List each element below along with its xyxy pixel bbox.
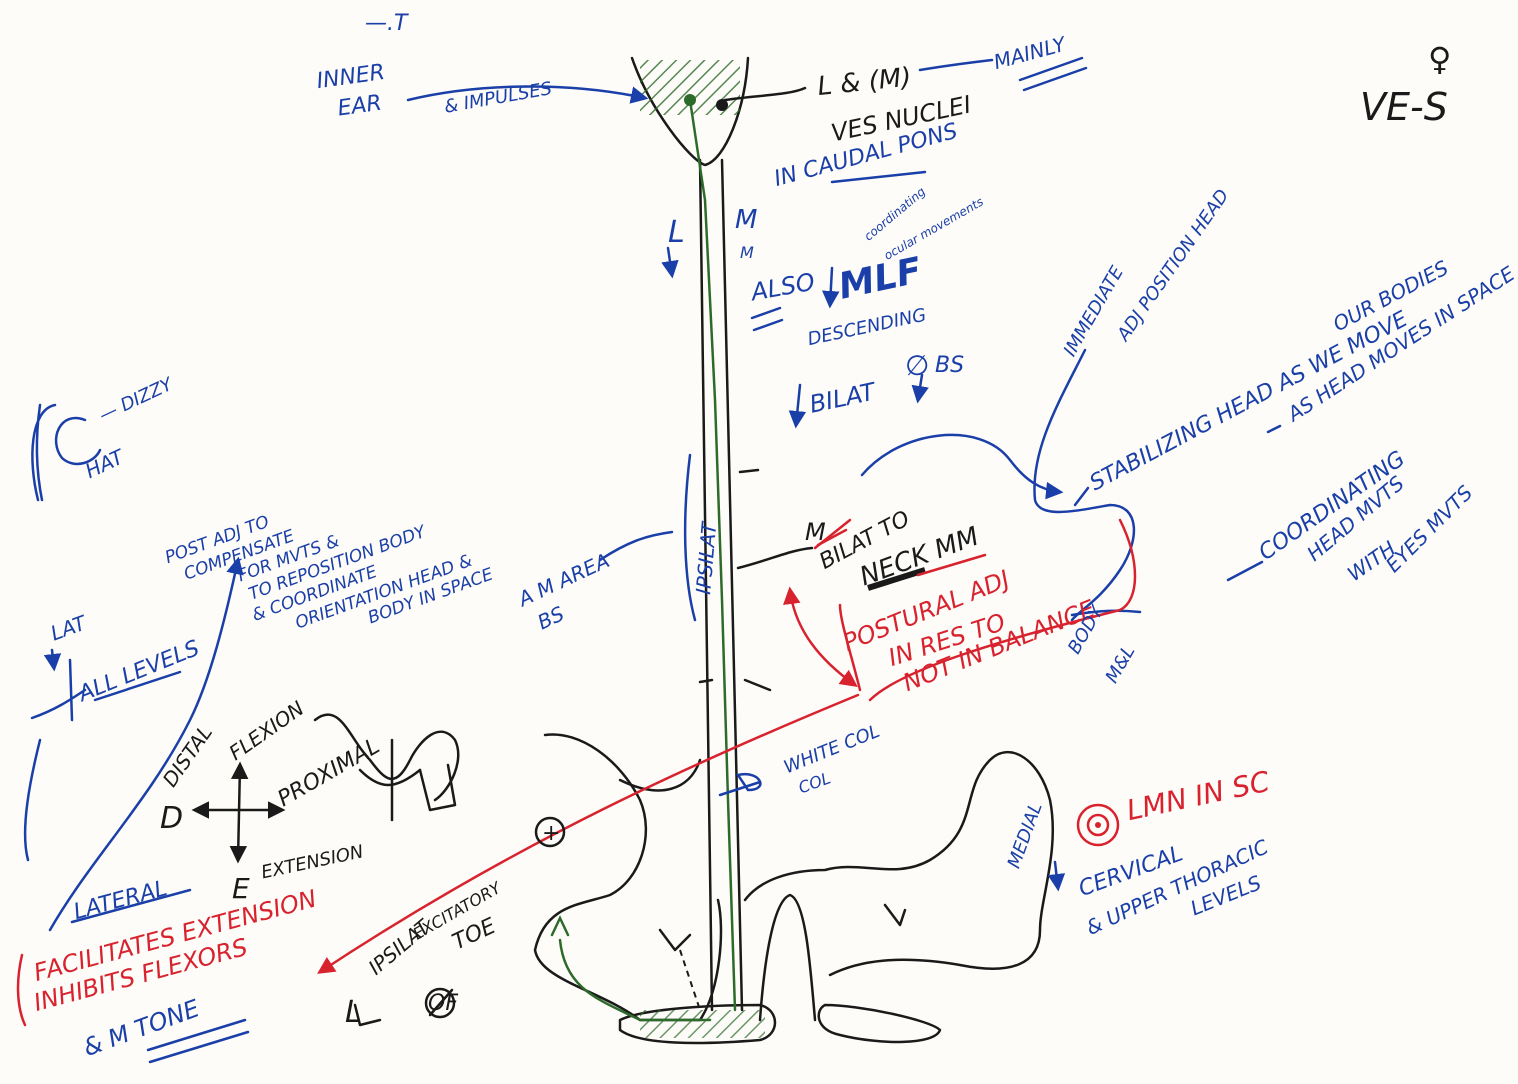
as-head-dash — [1268, 426, 1280, 432]
mlf-label: MLF — [835, 250, 925, 308]
m-big-label: M — [805, 518, 826, 546]
ipsilat-side-label: IPSILAT — [691, 520, 721, 596]
and-impulses-label: & IMPULSES — [443, 78, 554, 118]
neck-to-stabilizing-arrow — [862, 435, 1060, 492]
ventral-fissure — [760, 895, 815, 1020]
descending-label: DESCENDING — [806, 305, 928, 351]
plus-sign: + — [542, 821, 560, 846]
proximal-label: PROXIMAL — [274, 734, 384, 812]
tract-arrowhead — [552, 918, 568, 935]
distal-label: DISTAL — [158, 721, 217, 791]
facilitates-bracket — [18, 955, 25, 1025]
of-label: OF — [428, 991, 458, 1016]
m-l-label: M&L — [1101, 642, 1139, 687]
coordinating-dash — [1228, 562, 1262, 580]
l-letter: L — [668, 215, 685, 250]
immediate-label: IMMEDIATE — [1060, 262, 1129, 360]
dorsal-horn-line — [620, 760, 700, 790]
m-small-letter: M — [740, 243, 754, 262]
m-letter: M — [735, 205, 757, 235]
white-col-label: WHITE COL — [781, 721, 883, 778]
dashed-link — [680, 950, 700, 1010]
bilat-arrow — [796, 385, 800, 425]
lmn-target-dot — [1095, 822, 1101, 828]
nucleus-dot-medial — [716, 99, 728, 111]
medial-connector-line — [738, 548, 812, 568]
e-letter: E — [232, 872, 250, 905]
mini-cord-horn — [420, 765, 455, 810]
ventral-horn-hatch — [640, 1010, 765, 1038]
lm-nuclei-label: L & (M) — [816, 62, 913, 102]
medial-arrow — [1055, 862, 1058, 888]
bs-label: BS — [935, 353, 964, 378]
hat-label: HAT — [81, 444, 129, 483]
dizzy-bracket — [32, 405, 55, 500]
corner-title-symbol: ♀ — [1428, 40, 1451, 78]
mlf-arrow — [830, 268, 832, 305]
motor-neuron-mark — [885, 905, 905, 925]
ventral-horn-right — [819, 1005, 940, 1042]
immediate-curve — [1034, 350, 1133, 620]
interneuron-mark — [660, 930, 690, 950]
lat-label: LAT — [47, 610, 90, 645]
lateral-label: LATERAL — [71, 876, 170, 925]
bs-symbol-label: ∅ — [905, 349, 929, 382]
l-arrow — [668, 248, 672, 275]
axes-vertical — [238, 765, 240, 860]
medial-label: MEDIAL — [1004, 800, 1047, 871]
all-levels-label: ALL LEVELS — [73, 636, 203, 708]
mainly-leader — [920, 60, 992, 70]
spinal-cord-gray-matter — [535, 734, 721, 1020]
am-bs-label: BS — [534, 601, 568, 634]
inner-ear-label: INNEREAR — [315, 60, 391, 124]
lmn-in-sc-label: LMN IN SC — [1124, 765, 1273, 828]
top-mark: —.T — [365, 11, 409, 36]
corner-title: VE-S — [1360, 85, 1448, 129]
ipsilat-bracket — [685, 455, 695, 620]
dizzy-label: — DIZZY — [96, 373, 178, 426]
l-bottom-label: L — [345, 995, 362, 1030]
bilat-label: BILAT — [807, 377, 880, 419]
level-tick-1 — [740, 470, 758, 472]
am-area-leader — [600, 532, 672, 560]
lateral-bracket — [25, 740, 40, 860]
stabilizing-tick — [1075, 488, 1088, 505]
extension-label: EXTENSION — [259, 841, 365, 883]
post-adj-block: POST ADJ TO COMPENSATE FOR MVTS & TO REP… — [163, 446, 496, 686]
flexion-label: FLEXION — [225, 696, 309, 765]
also-underline — [752, 308, 782, 330]
also-label: ALSO — [747, 268, 817, 307]
am-area-label: A M AREA — [513, 548, 613, 612]
lat-arrow — [52, 650, 54, 668]
d-letter: D — [160, 801, 183, 836]
adj-position-head-label: ADJ POSITION HEAD — [1113, 186, 1234, 346]
